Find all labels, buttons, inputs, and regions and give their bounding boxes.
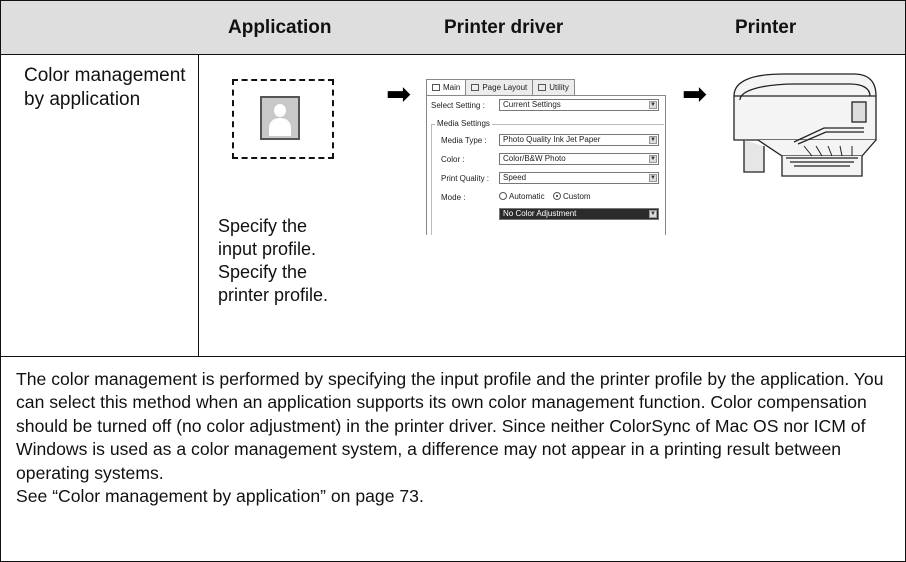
mode-custom-radio[interactable]: Custom <box>553 192 591 201</box>
column-divider <box>198 54 199 356</box>
print-quality-dropdown[interactable]: Speed▼ <box>499 172 659 184</box>
header-divider <box>0 54 906 55</box>
table-header <box>0 0 906 54</box>
portrait-image-icon <box>260 96 300 140</box>
chevron-down-icon: ▼ <box>649 210 657 218</box>
header-printer-driver: Printer driver <box>444 17 564 38</box>
tab-utility[interactable]: Utility <box>532 79 575 95</box>
chevron-down-icon: ▼ <box>649 155 657 163</box>
printer-driver-dialog: Main Page Layout Utility Select Setting … <box>426 79 666 235</box>
color-dropdown[interactable]: Color/B&W Photo▼ <box>499 153 659 165</box>
printer-profile-note: Specify the printer profile. <box>218 262 329 305</box>
printer-icon <box>432 84 440 91</box>
chevron-down-icon: ▼ <box>649 174 657 182</box>
tab-main[interactable]: Main <box>426 79 467 96</box>
large-format-printer-illustration <box>733 73 877 177</box>
tab-page-layout[interactable]: Page Layout <box>465 79 534 95</box>
description-paragraph: The color management is performed by spe… <box>16 369 884 483</box>
select-setting-dropdown[interactable]: Current Settings▼ <box>499 99 659 111</box>
color-adjustment-dropdown[interactable]: No Color Adjustment▼ <box>499 208 659 220</box>
page-reference: See “Color management by application” on… <box>16 486 424 507</box>
input-profile-note: Specify the input profile. <box>218 216 317 259</box>
color-label: Color : <box>441 155 465 164</box>
mode-label: Mode : <box>441 193 466 202</box>
application-instructions: Specify the input profile. Specify the p… <box>218 215 348 307</box>
description-text: The color management is performed by spe… <box>16 368 896 508</box>
image-frame <box>232 79 334 159</box>
chevron-down-icon: ▼ <box>649 101 657 109</box>
media-settings-group <box>431 124 664 235</box>
radio-on-icon <box>553 192 561 200</box>
main-tab-panel: Select Setting : Current Settings▼ Media… <box>426 95 666 235</box>
media-settings-title: Media Settings <box>435 119 492 128</box>
radio-off-icon <box>499 192 507 200</box>
header-printer: Printer <box>735 17 797 38</box>
header-application: Application <box>228 17 332 38</box>
page-icon <box>471 84 480 91</box>
select-setting-label: Select Setting : <box>431 101 485 110</box>
dialog-tabs: Main Page Layout Utility <box>426 79 575 96</box>
table-border-top <box>0 0 906 1</box>
right-arrow-icon: ➡ <box>682 78 708 111</box>
print-quality-label: Print Quality : <box>441 174 490 183</box>
media-type-dropdown[interactable]: Photo Quality Ink Jet Paper▼ <box>499 134 659 146</box>
mode-automatic-radio[interactable]: Automatic <box>499 192 545 201</box>
chevron-down-icon: ▼ <box>649 136 657 144</box>
media-type-label: Media Type : <box>441 136 487 145</box>
table-border-left <box>0 0 1 562</box>
wrench-icon <box>538 84 547 91</box>
row-divider <box>0 356 906 357</box>
right-arrow-icon: ➡ <box>386 78 412 111</box>
row-label: Color management by application <box>24 65 186 110</box>
